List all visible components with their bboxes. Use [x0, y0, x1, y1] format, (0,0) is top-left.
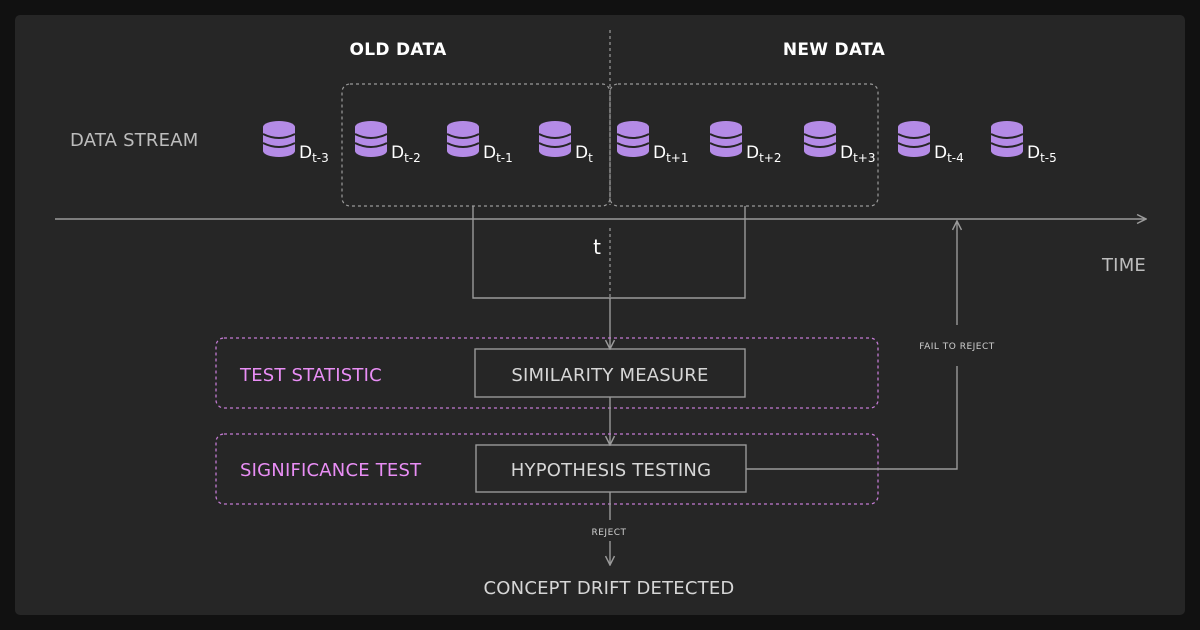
chunk-subscript: t+2	[759, 151, 781, 165]
old-data-heading: OLD DATA	[349, 40, 447, 60]
database-icon	[897, 121, 931, 157]
data-chunk: Dt-5	[990, 121, 1057, 165]
chunk-label: Dt-4	[934, 143, 964, 165]
test-statistic-label: TEST STATISTIC	[239, 365, 382, 386]
database-icon	[803, 121, 837, 157]
similarity-measure-label: SIMILARITY MEASURE	[511, 365, 708, 386]
data-stream-label: DATA STREAM	[70, 130, 198, 151]
chunk-subscript: t-2	[404, 151, 421, 165]
chunk-label: Dt+2	[746, 143, 782, 165]
chunk-subscript: t+3	[853, 151, 875, 165]
database-icon	[262, 121, 296, 157]
database-icon	[616, 121, 650, 157]
fail-to-reject-label: FAIL TO REJECT	[919, 342, 995, 352]
chunk-subscript: t-4	[947, 151, 964, 165]
hypothesis-testing-label: HYPOTHESIS TESTING	[511, 460, 711, 481]
old-data-window	[341, 83, 611, 207]
test-statistic-stage	[215, 337, 879, 409]
chunk-label: Dt	[575, 143, 593, 165]
data-chunk: Dt+3	[803, 121, 876, 165]
data-chunk: Dt-4	[897, 121, 964, 165]
data-chunks: Dt-3 Dt-2 Dt-1 Dt Dt+1 Dt+2 Dt+3 Dt-4 Dt-5	[262, 121, 1057, 165]
database-icon	[446, 121, 480, 157]
chunk-label: Dt-2	[391, 143, 421, 165]
chunk-label: Dt+3	[840, 143, 876, 165]
chunk-subscript: t+1	[666, 151, 688, 165]
data-chunk: Dt-3	[262, 121, 329, 165]
time-label: TIME	[1101, 255, 1146, 276]
diagram-card	[15, 15, 1185, 615]
new-data-window	[609, 83, 879, 207]
database-icon	[354, 121, 388, 157]
database-icon	[538, 121, 572, 157]
new-data-heading: NEW DATA	[783, 40, 886, 60]
fail-to-reject-path	[746, 366, 958, 470]
chunk-subscript: t-3	[312, 151, 329, 165]
data-chunk: Dt+1	[616, 121, 689, 165]
chunk-label: Dt-5	[1027, 143, 1057, 165]
window-bracket	[472, 206, 746, 299]
data-chunk: Dt-1	[446, 121, 513, 165]
reject-label: REJECT	[591, 528, 626, 538]
concept-drift-detected-label: CONCEPT DRIFT DETECTED	[484, 578, 735, 599]
chunk-label: Dt+1	[653, 143, 689, 165]
chunk-subscript: t-5	[1040, 151, 1057, 165]
chunk-label: Dt-3	[299, 143, 329, 165]
significance-test-label: SIGNIFICANCE TEST	[240, 460, 422, 481]
database-icon	[709, 121, 743, 157]
data-chunk: Dt+2	[709, 121, 782, 165]
database-icon	[990, 121, 1024, 157]
t-label: t	[593, 235, 601, 259]
data-chunk: Dt	[538, 121, 593, 165]
chunk-subscript: t-1	[496, 151, 513, 165]
chunk-subscript: t	[588, 151, 593, 165]
chunk-label: Dt-1	[483, 143, 513, 165]
data-chunk: Dt-2	[354, 121, 421, 165]
